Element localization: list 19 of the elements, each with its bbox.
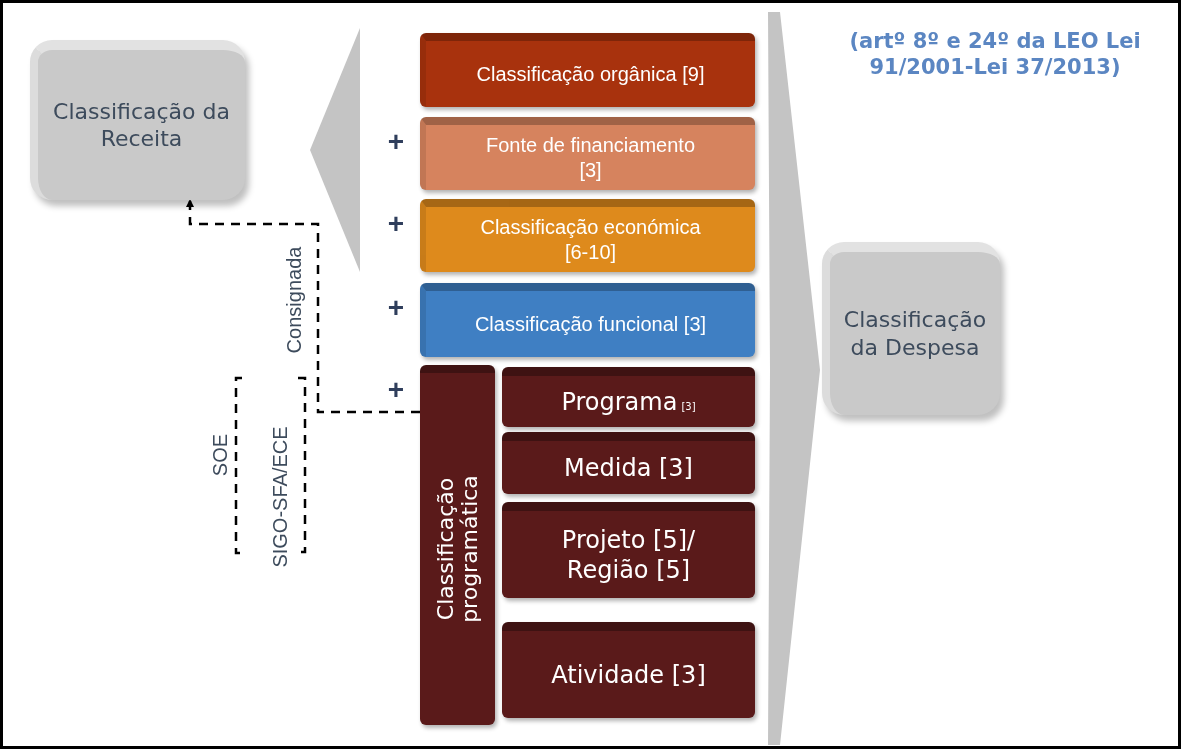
system-label: SIGO-SFA/ECE <box>268 426 292 568</box>
plus-sign: + <box>387 376 405 404</box>
plus-sign: + <box>387 128 405 156</box>
expense-box: Classificação da Despesa <box>822 242 1000 415</box>
category-bar: Classificação programática <box>420 365 495 725</box>
system-label: SOE <box>208 433 232 477</box>
subcategory-bar: Programa [3] <box>502 367 755 427</box>
title: (artº 8º e 24º da LEO Lei 91/2001-Lei 37/2013) <box>848 28 1142 81</box>
category-bar: Fonte de financiamento [3] <box>420 117 755 190</box>
category-bar: Classificação orgânica [9] <box>420 33 755 107</box>
subcategory-bar: Projeto [5]/ Região [5] <box>502 502 755 598</box>
dashed-arrow <box>186 199 420 414</box>
subcategory-bar: Atividade [3] <box>502 622 755 718</box>
plus-sign: + <box>387 294 405 322</box>
category-bar: Classificação económica [6-10] <box>420 199 755 272</box>
plus-sign: + <box>387 210 405 238</box>
revenue-box: Classificação da Receita <box>30 40 245 200</box>
subcategory-bar: Medida [3] <box>502 432 755 494</box>
category-bar: Classificação funcional [3] <box>420 283 755 357</box>
